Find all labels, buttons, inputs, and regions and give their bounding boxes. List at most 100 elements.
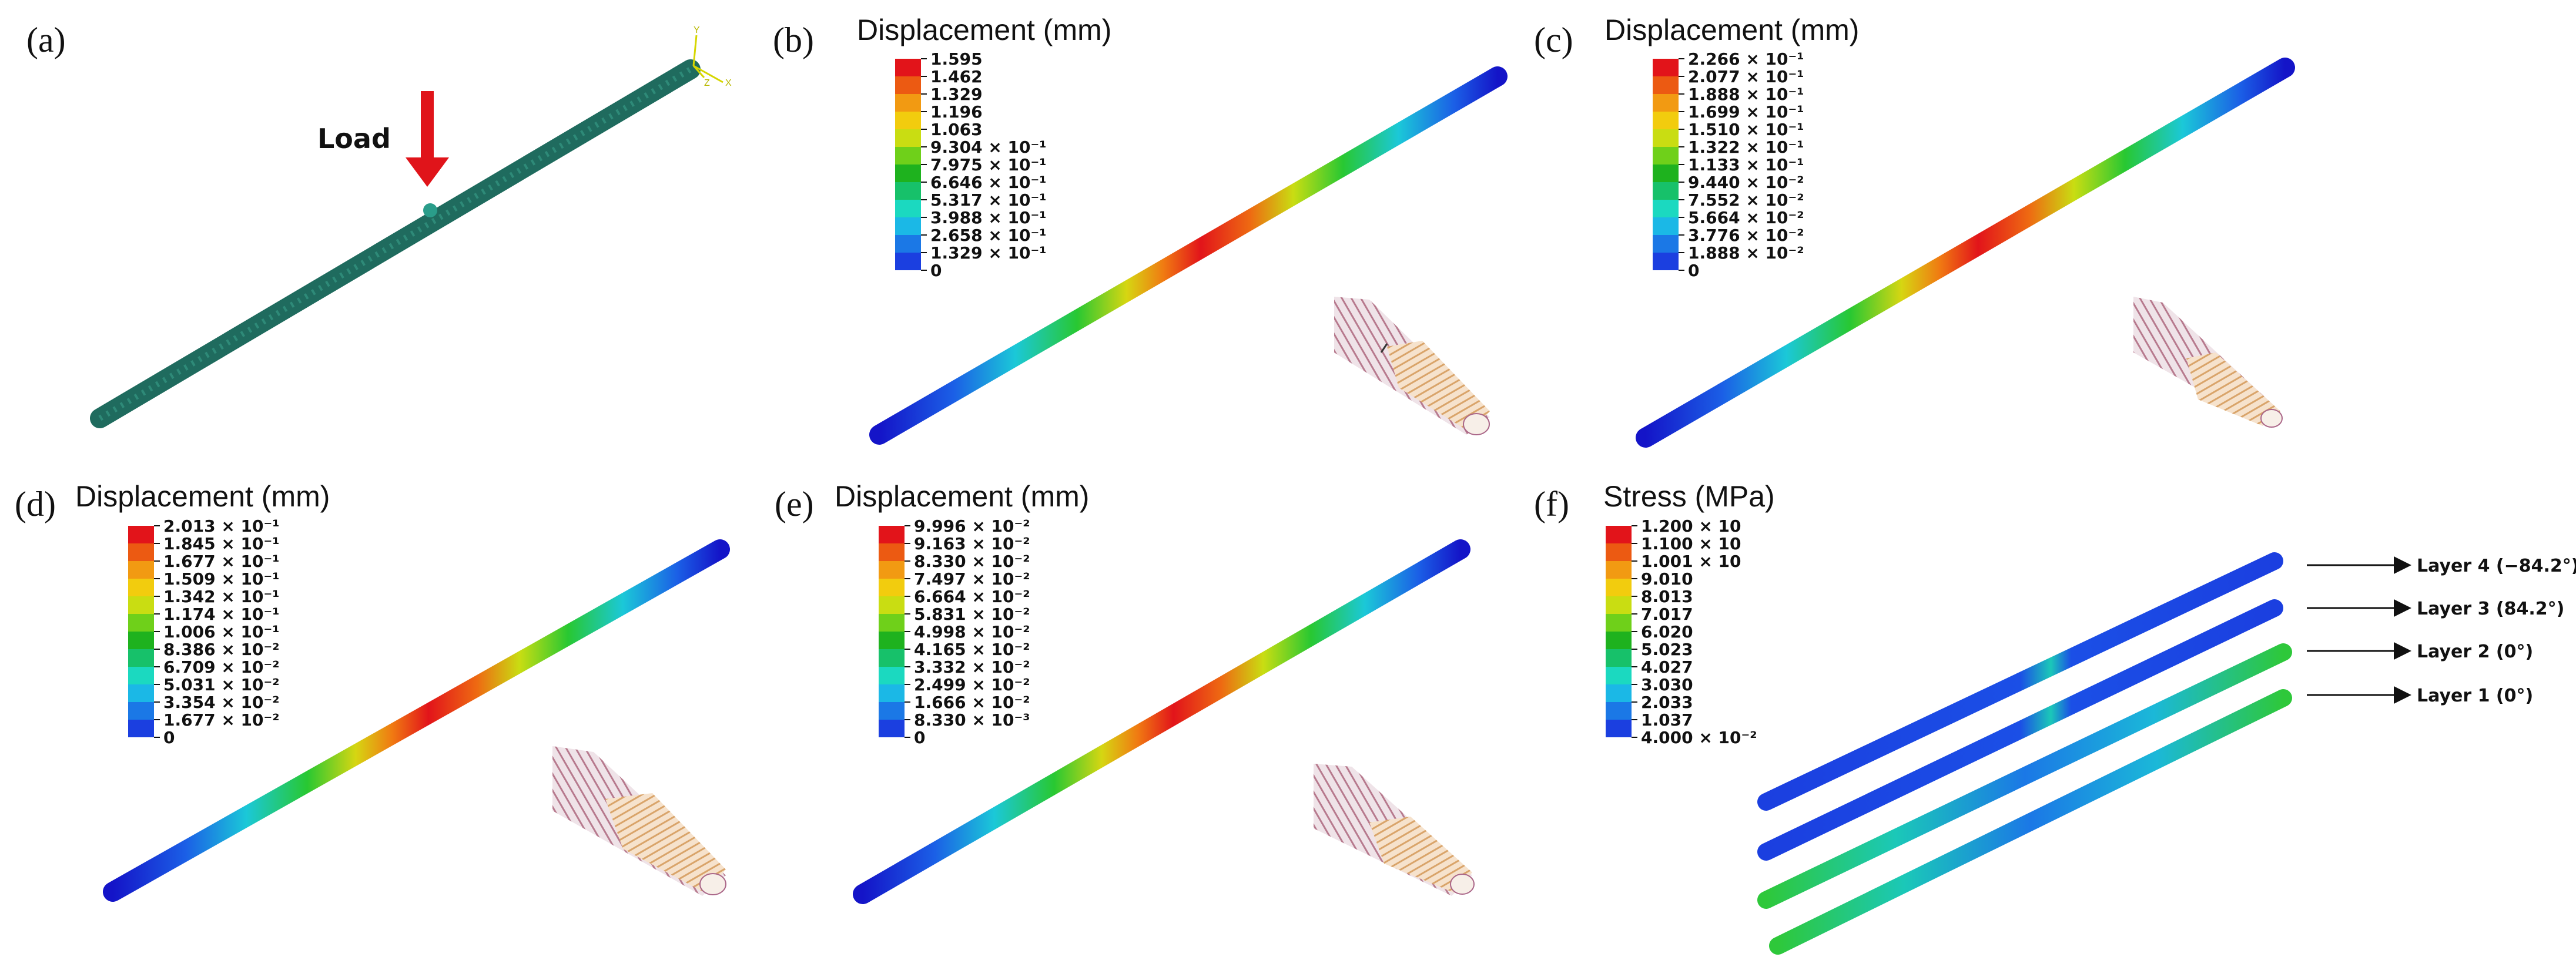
legend-swatch (895, 94, 921, 112)
legend-swatch (128, 720, 154, 737)
legend-value: 3.332 × 10⁻² (914, 657, 1030, 677)
layer-3-label: Layer 3 (84.2°) (2417, 599, 2564, 619)
legend-value: 3.030 (1641, 675, 1693, 694)
legend-value: 6.646 × 10⁻¹ (930, 173, 1047, 192)
panel-e: (e) Displacement (mm) 9.996 × 10⁻²9.163 … (775, 480, 1475, 904)
load-point-marker (423, 203, 437, 217)
legend-swatch (1653, 94, 1679, 112)
mesh-beam (90, 59, 701, 428)
legend-value: 1.322 × 10⁻¹ (1688, 137, 1804, 157)
legend-value: 1.595 (930, 49, 983, 69)
axis-triad-icon: Y X Z (692, 25, 732, 88)
legend-value: 7.017 (1641, 605, 1693, 624)
legend-swatch (1653, 59, 1679, 76)
legend-swatch (879, 649, 905, 667)
panel-e-beam (853, 539, 1470, 904)
legend-value: 1.133 × 10⁻¹ (1688, 155, 1804, 174)
legend-value: 1.329 (930, 85, 983, 104)
panel-b: (b) Displacement (mm) 1.5951.4621.3291.1… (773, 14, 1508, 445)
legend-swatch (1606, 596, 1632, 614)
panel-b-title: Displacement (mm) (857, 14, 1111, 46)
legend-swatch (1653, 112, 1679, 129)
legend-swatch (1653, 235, 1679, 253)
legend-swatch (895, 235, 921, 253)
layer-3-beam (1757, 599, 2283, 861)
legend-swatch (879, 596, 905, 614)
legend-swatch (1606, 702, 1632, 720)
axis-label-z: Z (704, 78, 710, 88)
legend-swatch (1653, 182, 1679, 200)
legend-value: 1.196 (930, 102, 983, 122)
panel-e-title: Displacement (mm) (835, 480, 1089, 513)
legend-swatch (1606, 720, 1632, 737)
legend-swatch (895, 253, 921, 270)
legend-value: 1.001 × 10 (1641, 552, 1741, 571)
legend-swatch (895, 112, 921, 129)
legend-swatch (1606, 614, 1632, 632)
legend-swatch (128, 649, 154, 667)
legend-value: 8.330 × 10⁻² (914, 552, 1030, 571)
panel-e-label: (e) (775, 485, 814, 523)
legend-value: 5.831 × 10⁻² (914, 605, 1030, 624)
legend-value: 1.845 × 10⁻¹ (163, 534, 280, 553)
legend-swatch (1606, 561, 1632, 579)
legend-swatch (879, 702, 905, 720)
load-arrow-head (406, 157, 449, 187)
legend-value: 9.304 × 10⁻¹ (930, 137, 1047, 157)
legend-swatch (1606, 526, 1632, 543)
legend-value: 1.510 × 10⁻¹ (1688, 120, 1804, 139)
legend-value: 6.664 × 10⁻² (914, 587, 1030, 606)
panel-e-pipe-inset (1314, 764, 1475, 896)
legend-swatch (128, 684, 154, 702)
legend-swatch (1653, 200, 1679, 217)
layer-4-label: Layer 4 (−84.2°) (2417, 556, 2576, 576)
legend-value: 4.165 × 10⁻² (914, 640, 1030, 659)
panel-c: (c) Displacement (mm) 2.266 × 10⁻¹2.077 … (1534, 14, 2295, 448)
legend-value: 3.354 × 10⁻² (163, 693, 280, 712)
panel-b-label: (b) (773, 21, 814, 59)
legend-value: 9.996 × 10⁻² (914, 516, 1030, 536)
legend-swatch (1653, 164, 1679, 182)
legend-value: 7.497 × 10⁻² (914, 569, 1030, 589)
panel-f-legend: 1.200 × 101.100 × 101.001 × 109.0108.013… (1606, 516, 1757, 747)
legend-value: 1.699 × 10⁻¹ (1688, 102, 1804, 122)
legend-swatch (895, 164, 921, 182)
legend-swatch (879, 614, 905, 632)
layer-callouts: Layer 4 (−84.2°) Layer 3 (84.2°) Layer 2… (2307, 556, 2576, 706)
legend-swatch (1606, 579, 1632, 596)
layer-1-label: Layer 1 (0°) (2417, 686, 2533, 706)
legend-value: 1.888 × 10⁻¹ (1688, 85, 1804, 104)
legend-value: 2.077 × 10⁻¹ (1688, 67, 1804, 86)
legend-value: 9.163 × 10⁻² (914, 534, 1030, 553)
axis-label-x: X (725, 78, 732, 88)
legend-value: 1.462 (930, 67, 983, 86)
load-label: Load (317, 123, 391, 155)
legend-swatch (895, 147, 921, 164)
legend-value: 9.010 (1641, 569, 1693, 589)
panel-b-beam (869, 66, 1508, 445)
legend-swatch (128, 596, 154, 614)
panel-c-beam (1636, 58, 2295, 448)
legend-value: 5.317 × 10⁻¹ (930, 190, 1047, 210)
legend-value: 1.100 × 10 (1641, 534, 1741, 553)
panel-c-label: (c) (1534, 21, 1573, 59)
legend-value: 8.330 × 10⁻³ (914, 710, 1030, 730)
panel-b-pipe-inset (1334, 297, 1490, 435)
legend-value: 7.552 × 10⁻² (1688, 190, 1804, 210)
legend-value: 2.013 × 10⁻¹ (163, 516, 280, 536)
legend-value: 4.027 (1641, 657, 1693, 677)
legend-value: 1.329 × 10⁻¹ (930, 243, 1047, 263)
layer-4-beam (1757, 552, 2283, 811)
legend-value: 6.709 × 10⁻² (163, 657, 280, 677)
legend-swatch (1606, 649, 1632, 667)
legend-value: 1.888 × 10⁻² (1688, 243, 1804, 263)
legend-swatch (128, 702, 154, 720)
legend-swatch (1606, 684, 1632, 702)
legend-value: 5.031 × 10⁻² (163, 675, 280, 694)
legend-swatch (879, 526, 905, 543)
legend-swatch (879, 684, 905, 702)
legend-swatch (1653, 253, 1679, 270)
panel-d-legend: 2.013 × 10⁻¹1.845 × 10⁻¹1.677 × 10⁻¹1.50… (128, 516, 280, 747)
legend-swatch (895, 217, 921, 235)
legend-value: 6.020 (1641, 622, 1693, 642)
